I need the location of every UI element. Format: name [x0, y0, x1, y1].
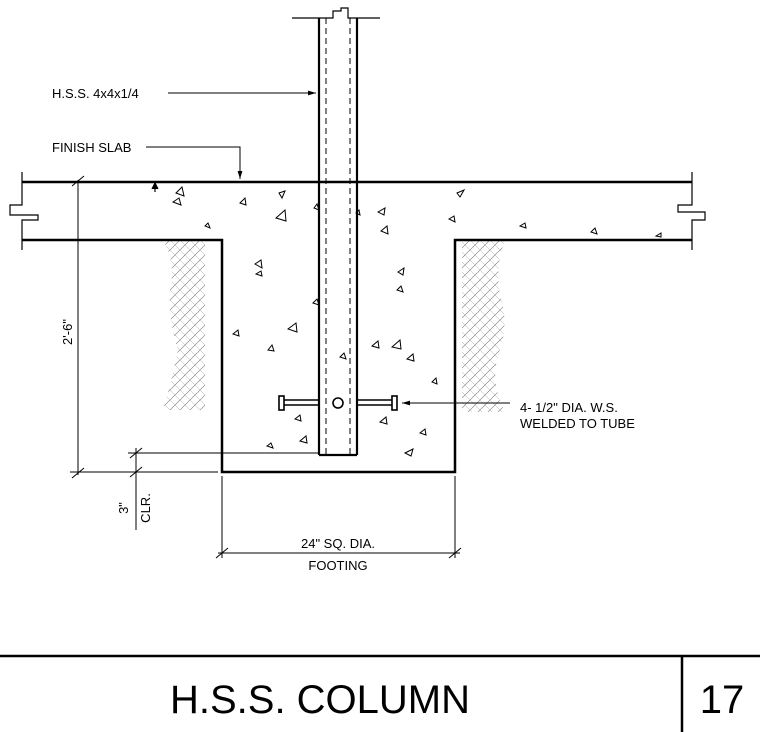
stud-leader: 4- 1/2" DIA. W.S. WELDED TO TUBE — [402, 400, 635, 431]
footing-dimension — [215, 476, 462, 559]
concrete-aggregate — [171, 186, 662, 457]
detail-title: H.S.S. COLUMN — [170, 678, 470, 722]
depth-dimension-label: 2'-6" — [60, 319, 75, 345]
clear-dimension-abbr: CLR. — [138, 493, 153, 523]
slab-top-marker — [151, 181, 159, 192]
break-line-left — [9, 172, 39, 250]
finish-slab-leader: FINISH SLAB — [52, 140, 243, 179]
hss-leader: H.S.S. 4x4x1/4 — [52, 86, 316, 101]
clear-dimension-value: 3" — [116, 502, 131, 514]
stud-label-line2: WELDED TO TUBE — [520, 416, 635, 431]
earth-hatch-right — [462, 240, 505, 412]
footing-label: FOOTING — [308, 558, 367, 573]
finish-slab-label: FINISH SLAB — [52, 140, 131, 155]
break-line-right — [677, 172, 706, 250]
hss-label: H.S.S. 4x4x1/4 — [52, 86, 139, 101]
clear-dimension — [128, 447, 318, 530]
detail-number: 17 — [700, 678, 745, 722]
title-block: H.S.S. COLUMN 17 — [0, 654, 760, 732]
earth-hatch-left — [163, 240, 205, 410]
footing-dimension-label: 24" SQ. DIA. — [301, 536, 375, 551]
stud-label-line1: 4- 1/2" DIA. W.S. — [520, 400, 618, 415]
hss-tube — [292, 7, 380, 457]
depth-dimension — [70, 175, 218, 479]
welded-studs — [278, 395, 398, 411]
